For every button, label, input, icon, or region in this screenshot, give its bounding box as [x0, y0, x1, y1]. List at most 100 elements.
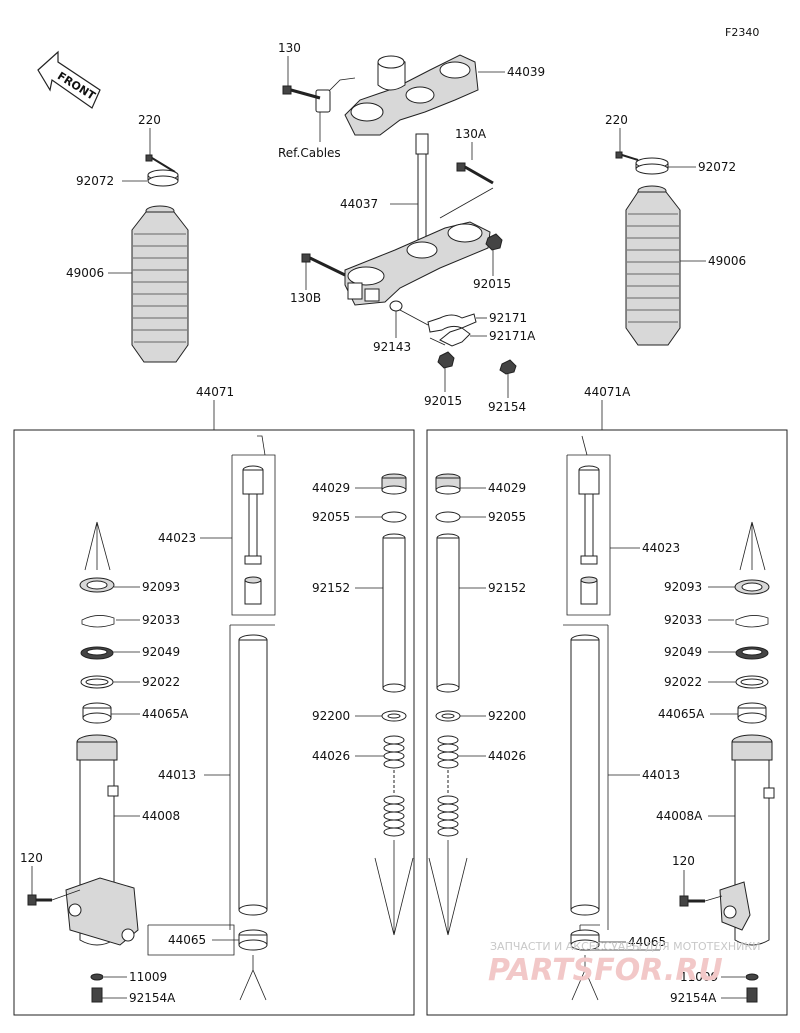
label-220-right: 220	[605, 113, 628, 127]
label-92072-left: 92072	[76, 174, 114, 188]
bolt-120-right	[679, 895, 705, 907]
label-130a: 130A	[455, 127, 487, 141]
label-92022-left: 92022	[142, 675, 180, 689]
clamp-92072-right	[635, 157, 669, 175]
label-44013-right: 44013	[642, 768, 680, 782]
o-ring-92055-right	[435, 511, 461, 523]
label-92055-right: 92055	[488, 510, 526, 524]
label-44008-left: 44008	[142, 809, 180, 823]
bolt-220-left	[145, 128, 176, 173]
bushing-44065-left	[238, 929, 268, 951]
bolt-130	[282, 85, 321, 100]
spring-44026-left	[383, 735, 405, 837]
label-92015-a: 92015	[473, 277, 511, 291]
nut-92015-a	[485, 233, 503, 251]
spring-44026-right	[437, 735, 459, 837]
label-130: 130	[278, 41, 301, 55]
washer-92143	[389, 300, 403, 312]
bolt-130a	[456, 162, 494, 185]
ref-cables-label: Ref.Cables	[278, 146, 341, 160]
outer-tube-44008a-right	[719, 734, 775, 946]
inner-tube-44013-left	[238, 634, 268, 916]
washer-11009-right	[745, 973, 759, 981]
circlip-92033-left	[81, 615, 115, 628]
label-92049-left: 92049	[142, 645, 180, 659]
label-92015-b: 92015	[424, 394, 462, 408]
label-44065a-right: 44065A	[658, 707, 705, 721]
right-fork-assembly-frame	[426, 429, 788, 1016]
label-92171a: 92171A	[489, 329, 536, 343]
steering-stem-44037	[344, 133, 491, 306]
label-92154: 92154	[488, 400, 526, 414]
bushing-44065a-left	[82, 702, 112, 724]
bushing-44065a-right	[737, 702, 767, 724]
label-44026-left: 44026	[312, 749, 350, 763]
diagram-code: F2340	[725, 26, 759, 39]
fork-boot-49006-left	[131, 205, 189, 363]
label-92143: 92143	[373, 340, 411, 354]
label-92200-left: 92200	[312, 709, 350, 723]
fork-boot-49006-right	[625, 185, 681, 346]
clamp-92072-left	[147, 169, 179, 187]
label-220-left: 220	[138, 113, 161, 127]
label-92154a-left: 92154A	[129, 991, 176, 1005]
cap-bolt-44029-left	[381, 473, 407, 495]
label-49006-right: 49006	[708, 254, 746, 268]
label-92022-right: 92022	[664, 675, 702, 689]
washer-11009-left	[90, 973, 104, 981]
label-44029-left: 44029	[312, 481, 350, 495]
bolt-92154	[499, 359, 517, 375]
label-44013-left: 44013	[158, 768, 196, 782]
label-120-left: 120	[20, 851, 43, 865]
bolt-120-left	[27, 894, 52, 906]
outer-tube-44008-left	[65, 734, 139, 946]
pipe-92152-left	[382, 533, 406, 693]
upper-bracket-44039	[315, 54, 479, 136]
label-44065a-left: 44065A	[142, 707, 189, 721]
cap-bolt-44029-right	[435, 473, 461, 495]
label-44029-right: 44029	[488, 481, 526, 495]
label-92171: 92171	[489, 311, 527, 325]
circlip-92033-right	[735, 615, 769, 628]
label-49006-left: 49006	[66, 266, 104, 280]
watermark-logo: PARTSFOR.RU	[488, 953, 723, 988]
damper-rod-44023-right	[578, 465, 600, 605]
bolt-92154a-right	[746, 987, 758, 1003]
label-44065-right: 44065	[628, 935, 666, 949]
clamp-92171	[427, 313, 477, 333]
nut-92015-b	[437, 351, 455, 369]
label-11009-left: 11009	[129, 970, 167, 984]
bushing-44065-right	[570, 929, 600, 951]
left-fork-assembly-frame	[13, 429, 415, 1016]
bolt-220-right	[615, 128, 639, 161]
label-120-right: 120	[672, 854, 695, 868]
label-92033-left: 92033	[142, 613, 180, 627]
label-92072-right: 92072	[698, 160, 736, 174]
label-44023-right: 44023	[642, 541, 680, 555]
label-92093-right: 92093	[664, 580, 702, 594]
label-44008a-right: 44008A	[656, 809, 703, 823]
watermark-tagline: ЗАПЧАСТИ И АКСЕССУАРЫ ДЛЯ МОТОТЕХНИКИ	[490, 940, 760, 953]
bolt-92154a-left	[91, 987, 103, 1003]
damper-rod-44023-left	[242, 465, 264, 605]
label-92152-left: 92152	[312, 581, 350, 595]
label-92033-right: 92033	[664, 613, 702, 627]
label-92093-left: 92093	[142, 580, 180, 594]
label-92152-right: 92152	[488, 581, 526, 595]
label-92055-left: 92055	[312, 510, 350, 524]
clamp-92171a	[439, 327, 471, 347]
label-44026-right: 44026	[488, 749, 526, 763]
label-44023-left: 44023	[158, 531, 196, 545]
label-11009-right: 11009	[680, 970, 718, 984]
o-ring-92055-left	[381, 511, 407, 523]
label-92200-right: 92200	[488, 709, 526, 723]
label-130b: 130B	[290, 291, 321, 305]
pipe-92152-right	[436, 533, 460, 693]
inner-tube-44013-right	[570, 634, 600, 916]
front-arrow-icon: FRONT	[37, 50, 101, 109]
label-44037: 44037	[340, 197, 378, 211]
label-92049-right: 92049	[664, 645, 702, 659]
label-44071: 44071	[196, 385, 234, 399]
label-44065-left: 44065	[168, 933, 206, 947]
